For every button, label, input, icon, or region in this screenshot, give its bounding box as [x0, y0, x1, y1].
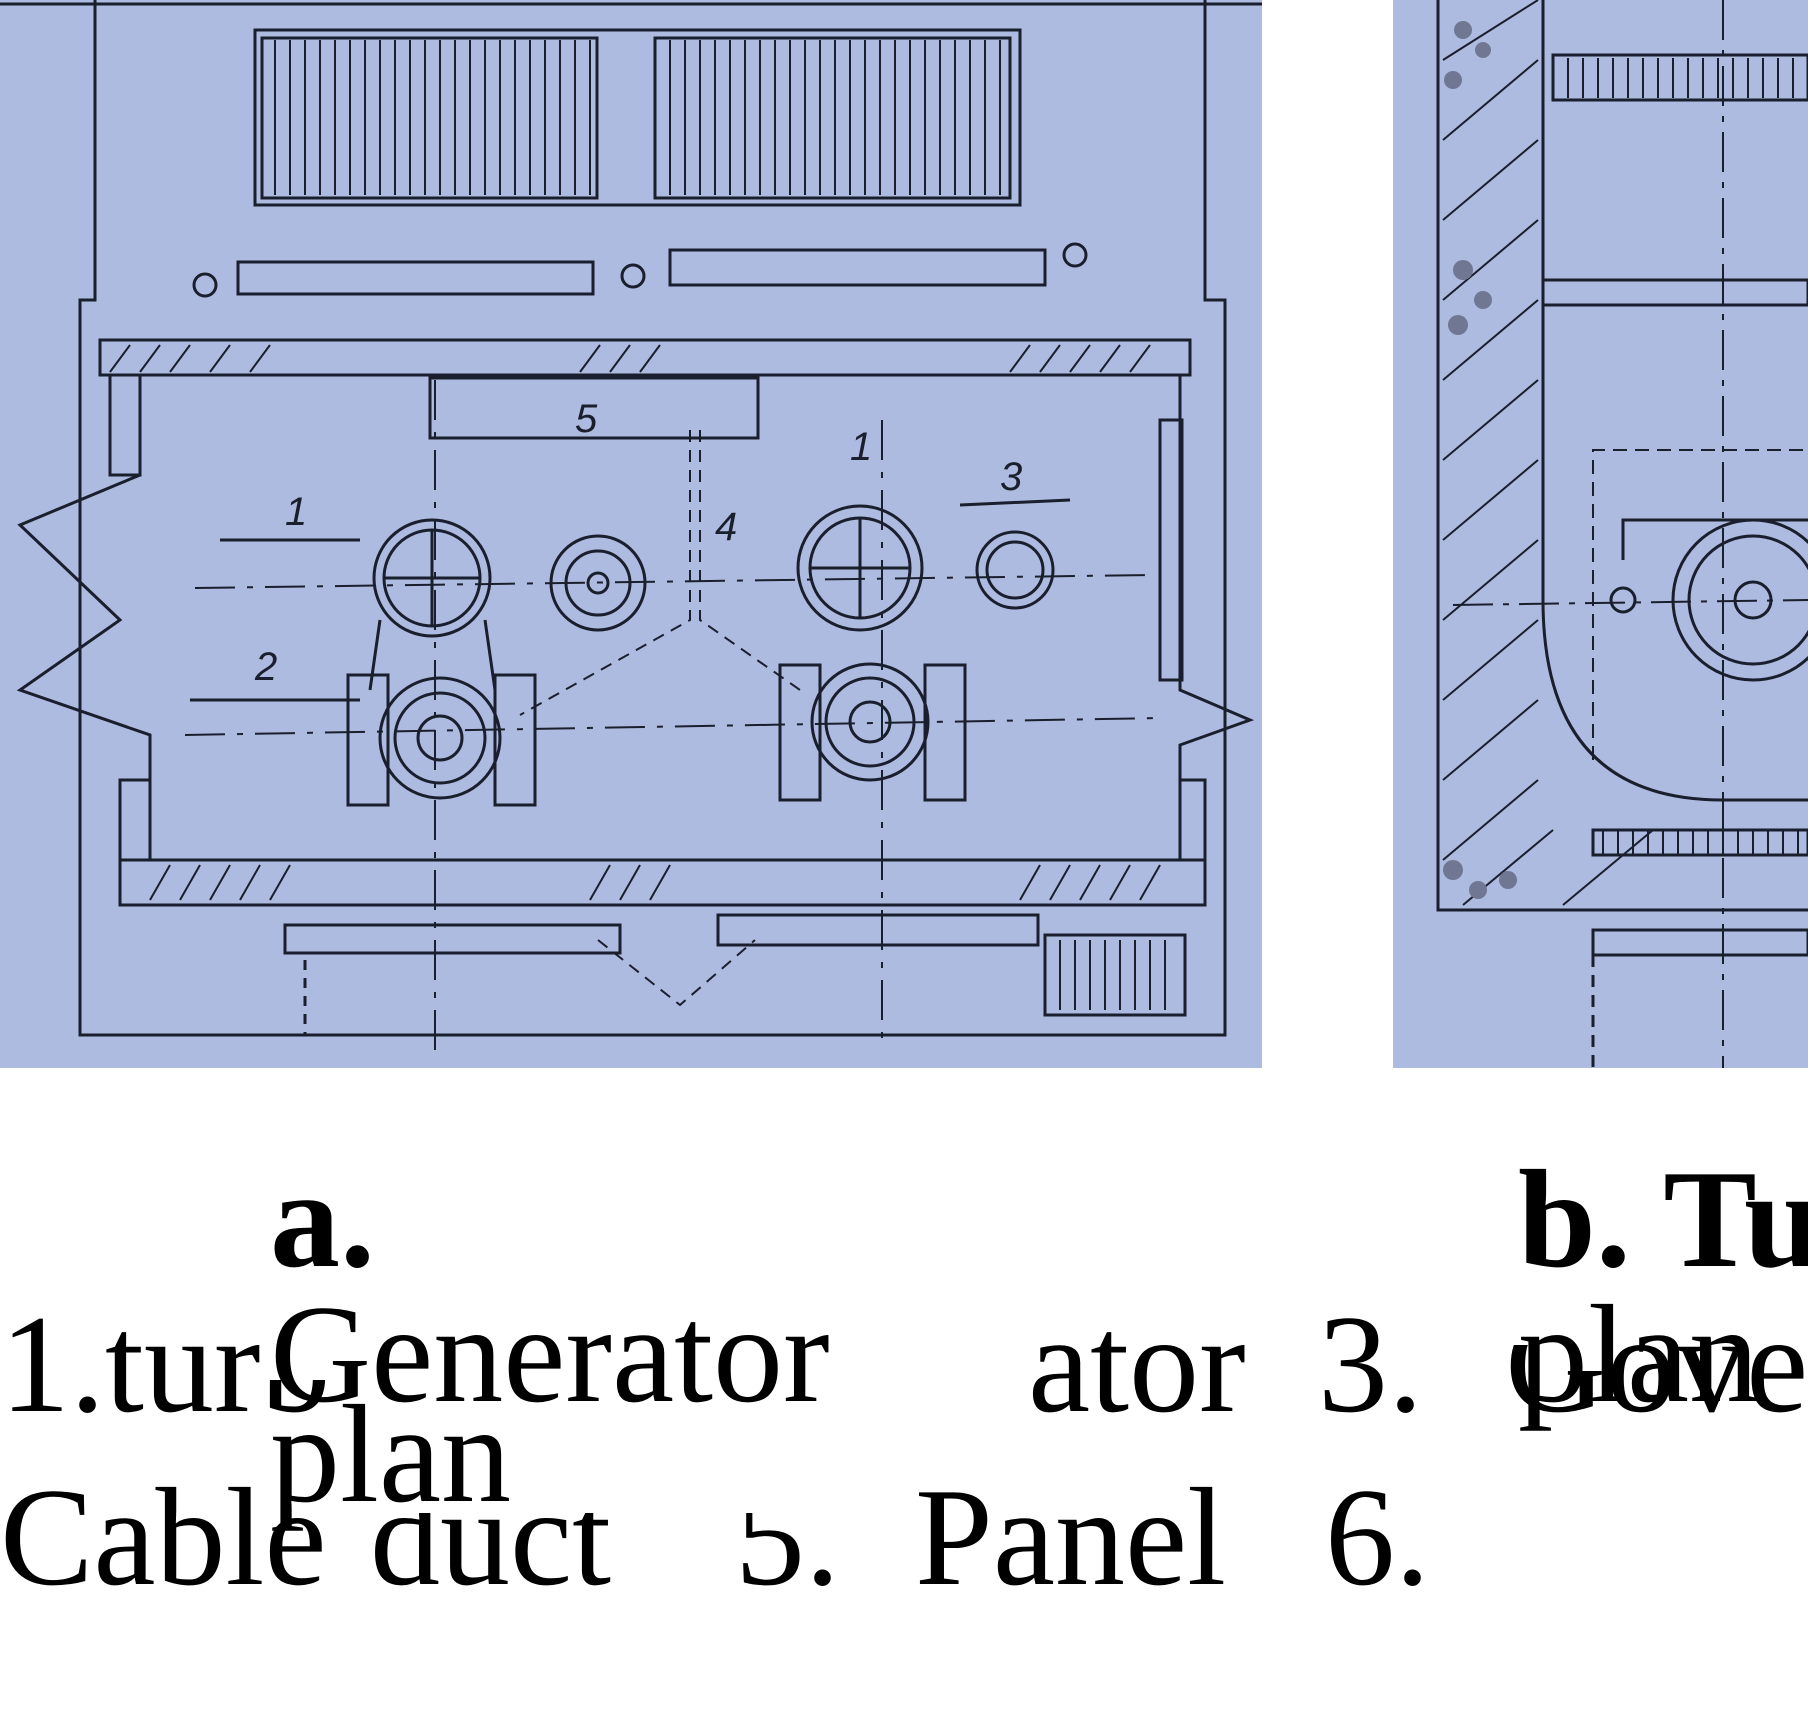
legend-row-1-num3: 3. [1318, 1287, 1423, 1442]
legend-row-1-ator: ator [1028, 1287, 1246, 1442]
generator-left [378, 676, 502, 800]
lower-wall [118, 858, 1207, 907]
caption-a-plan: plan [270, 1377, 512, 1532]
governor [975, 530, 1055, 610]
overlap-mask [260, 1290, 1020, 1380]
turbine-b [1671, 518, 1808, 682]
overlap-mask-right [1505, 1290, 1808, 1345]
legend-row-2-cable: Cable [0, 1460, 327, 1615]
caption-b-label: b. Tu [1518, 1142, 1808, 1297]
caption-a-title: Generator [270, 1277, 830, 1432]
turbine-plan-drawing [1436, 0, 1808, 1068]
figure-a-generator-plan: 1 2 3 4 5 1 [0, 0, 1262, 1068]
turbine-right [796, 504, 924, 632]
overlap-mask-row2 [370, 1465, 860, 1513]
generator-plan-drawing: 1 2 3 4 5 1 [0, 0, 1262, 1050]
generator-right [810, 662, 930, 782]
callout-5: 5 [575, 397, 598, 441]
caption-b-plan: plan [1518, 1277, 1760, 1432]
outer-wall [1436, 0, 1808, 912]
callout-1-right: 1 [850, 425, 872, 469]
building-outline [78, 0, 1227, 1037]
callout-2: 2 [254, 645, 277, 689]
callout-3: 3 [1000, 455, 1022, 499]
callout-4: 4 [715, 505, 737, 549]
legend-row-2-num6: 6. [1325, 1460, 1430, 1615]
panel-5 [428, 376, 760, 440]
top-grating [253, 28, 1022, 207]
turbine-left [372, 518, 492, 638]
legend-row-2-panel: Panel [915, 1460, 1227, 1615]
caption-a-label: a. [270, 1142, 375, 1297]
callout-1: 1 [285, 490, 307, 534]
figure-b-turbine-plan [1393, 0, 1808, 1068]
upper-wall [98, 338, 1192, 377]
machine-hall [16, 373, 1255, 862]
